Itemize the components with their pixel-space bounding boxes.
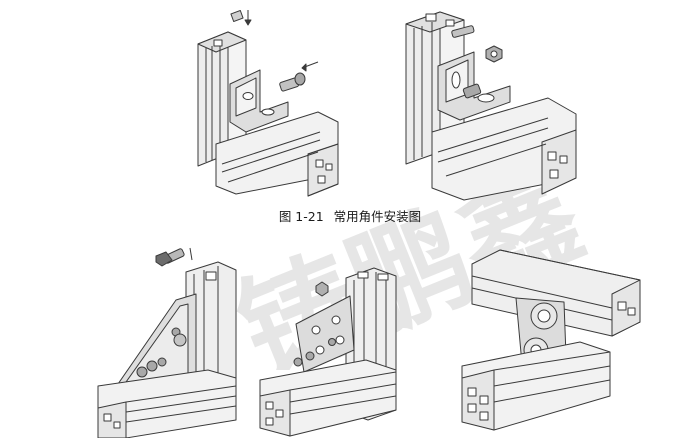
corner-bracket-diagram-top-left <box>197 10 339 197</box>
figure-title: 常用角件安装图 <box>333 209 422 224</box>
corner-bracket-diagram-bottom-left <box>97 247 237 438</box>
figure-number: 图 1-21 <box>278 209 324 224</box>
corner-bracket-diagram-bottom-right <box>461 249 641 431</box>
corner-bracket-diagram-bottom-middle <box>259 267 397 437</box>
corner-bracket-diagram-top-right <box>405 11 577 201</box>
figure-caption: 图 1-21 常用角件安装图 <box>0 206 700 225</box>
